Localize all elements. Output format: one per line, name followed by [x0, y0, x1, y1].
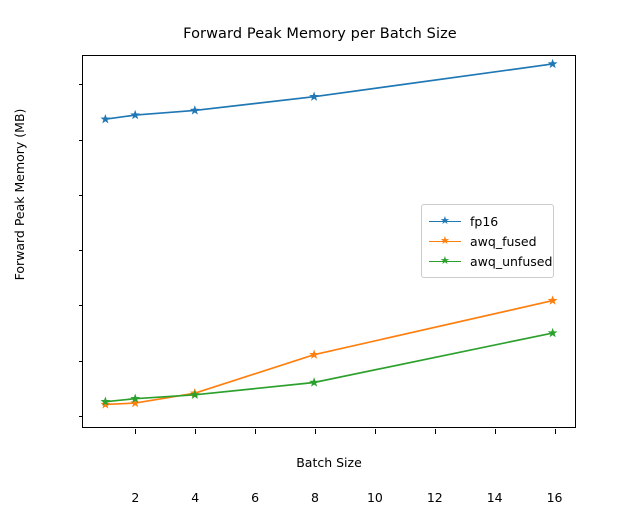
y-tick-mark: [78, 360, 83, 362]
chart-title: Forward Peak Memory per Batch Size: [183, 26, 457, 42]
x-tick-mark: [554, 429, 556, 434]
chart-figure: Forward Peak Memory per Batch Size Forwa…: [12, 26, 576, 505]
y-tick-mark: [78, 84, 83, 86]
x-tick-label: 16: [546, 490, 563, 505]
y-tick-mark: [78, 305, 83, 307]
series-line: [105, 332, 553, 403]
x-axis-label: Batch Size: [296, 455, 362, 470]
data-point-marker: [130, 109, 141, 120]
x-tick-label: 6: [251, 490, 260, 505]
data-point-marker: [100, 396, 111, 406]
data-point-marker: [309, 377, 320, 387]
x-tick-mark: [195, 429, 197, 434]
legend-item-awq_unfused[interactable]: ★ awq_unfused: [429, 251, 552, 271]
x-tick-mark: [315, 429, 317, 434]
series-fp16: [100, 58, 558, 124]
x-tick-mark: [434, 429, 436, 434]
data-point-marker: [130, 397, 141, 408]
legend-item-fp16[interactable]: ★ fp16: [429, 211, 546, 231]
x-tick-mark: [135, 429, 137, 434]
legend-label: awq_fused: [470, 233, 537, 249]
data-point-marker: [547, 58, 558, 69]
x-tick-label: 10: [366, 490, 383, 505]
y-tick-mark: [78, 139, 83, 141]
data-point-marker: [547, 327, 558, 338]
chart-legend: ★ fp16 ★ awq_fused ★ awq_unfused: [421, 204, 554, 278]
legend-line-marker-icon: ★: [429, 255, 461, 267]
y-tick-mark: [78, 194, 83, 196]
x-tick-label: 8: [311, 490, 319, 505]
y-tick-mark: [78, 416, 83, 417]
legend-line-marker-icon: ★: [429, 215, 461, 227]
legend-line-marker-icon: ★: [429, 235, 461, 247]
legend-item-awq_fused[interactable]: ★ awq_fused: [429, 231, 546, 251]
series-line: [105, 299, 553, 406]
x-tick-label: 14: [486, 490, 503, 505]
data-point-marker: [309, 91, 320, 101]
data-point-marker: [100, 399, 111, 409]
series-line: [105, 63, 553, 121]
data-point-marker: [130, 393, 141, 403]
data-point-marker: [309, 349, 320, 359]
series-awq_fused: [100, 295, 558, 409]
data-point-marker: [547, 295, 558, 305]
data-point-marker: [189, 389, 200, 400]
legend-label: fp16: [470, 213, 499, 229]
x-tick-mark: [494, 429, 496, 434]
legend-label: awq_unfused: [470, 253, 553, 269]
x-tick-mark: [374, 429, 376, 434]
x-tick-label: 12: [426, 490, 443, 505]
series-awq_unfused: [100, 327, 558, 406]
data-point-marker: [189, 105, 200, 115]
x-tick-mark: [255, 429, 257, 434]
x-tick-label: 2: [131, 490, 140, 505]
data-point-marker: [100, 114, 111, 124]
y-axis-label: Forward Peak Memory (MB): [12, 108, 27, 281]
y-tick-mark: [78, 250, 83, 252]
series-layer: [100, 58, 558, 409]
x-tick-label: 4: [191, 490, 200, 505]
